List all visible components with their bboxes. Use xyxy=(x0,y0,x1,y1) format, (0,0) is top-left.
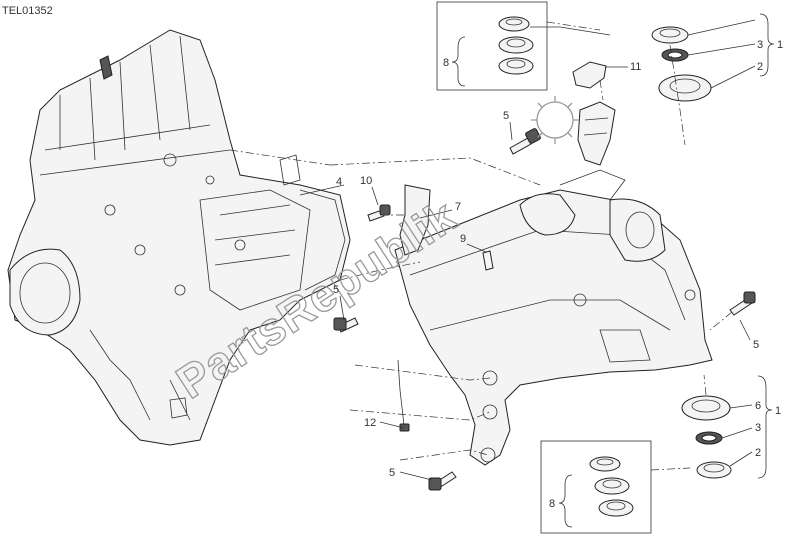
assembly-lines xyxy=(229,21,733,471)
callout-2-top: 2 xyxy=(757,61,763,73)
callout-12: 12 xyxy=(364,417,376,429)
callout-3-bottom: 3 xyxy=(755,422,761,434)
inset-top-bearing-kit xyxy=(436,1,548,91)
callout-9: 9 xyxy=(460,233,466,245)
callout-8-top: 8 xyxy=(443,57,449,69)
callout-5-c: 5 xyxy=(753,339,759,351)
callout-4: 4 xyxy=(336,176,342,188)
callout-1-bottom: 1 xyxy=(775,405,781,417)
upper-bearing-stack xyxy=(651,26,712,102)
leader-lines xyxy=(299,13,775,481)
screw-5-right xyxy=(729,291,756,316)
callout-1-top: 1 xyxy=(777,39,783,51)
callout-2-bottom: 2 xyxy=(755,447,761,459)
screw-5-middle xyxy=(333,317,359,333)
screw-5-upper xyxy=(509,128,541,155)
callout-5-d: 5 xyxy=(389,467,395,479)
callout-6: 6 xyxy=(755,400,761,412)
callout-3-top: 3 xyxy=(757,39,763,51)
screw-5-lower xyxy=(428,471,457,491)
bracket-11 xyxy=(572,61,607,89)
callout-11: 11 xyxy=(630,61,641,73)
watermark-gear-icon xyxy=(531,96,579,144)
inset-bottom-bearing-kit xyxy=(540,440,652,534)
screw-9 xyxy=(482,250,494,271)
frame-assembly xyxy=(394,101,713,466)
screw-10 xyxy=(367,204,391,222)
callout-5-b: 5 xyxy=(333,284,339,296)
callout-5-a: 5 xyxy=(503,110,509,122)
engine-assembly xyxy=(7,29,351,446)
diagram-code: TEL01352 xyxy=(2,5,53,17)
callout-8-bottom: 8 xyxy=(549,498,555,510)
callout-labels: 1 3 2 8 11 5 4 10 7 9 5 5 1 6 3 2 12 5 8 xyxy=(333,39,783,510)
callout-7: 7 xyxy=(455,201,461,213)
callout-10: 10 xyxy=(360,175,372,187)
cable-tie-12 xyxy=(397,359,410,432)
lower-bearing-stack xyxy=(681,395,732,479)
